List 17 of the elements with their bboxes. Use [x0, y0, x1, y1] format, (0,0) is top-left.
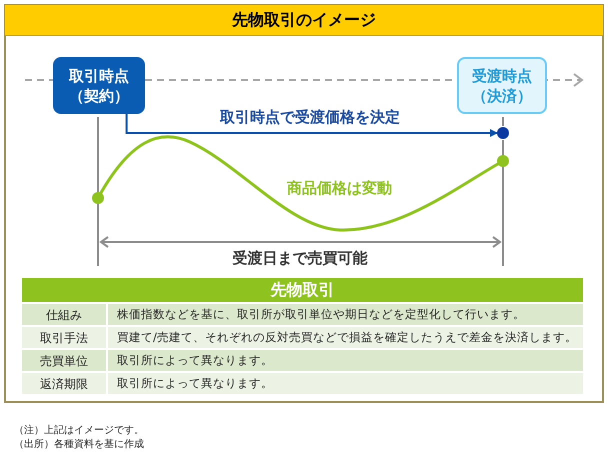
table-cell: 返済期限 — [22, 373, 106, 394]
table-cell: 株価指数などを基に、取引所が取引単位や期日などを定型化して行います。 — [108, 304, 583, 325]
time-point-box: 受渡時点（決済） — [457, 57, 547, 114]
time-point-box: 取引時点（契約） — [53, 57, 145, 114]
table-header: 先物取引 — [22, 278, 583, 302]
arrow — [126, 114, 498, 137]
table-cell: 取引手法 — [22, 327, 106, 348]
table-cell: 売買単位 — [22, 350, 106, 371]
dimension-label: 受渡日まで売買可能 — [232, 248, 368, 269]
note-text: （注）上記はイメージです。 — [14, 424, 144, 438]
source-text: （出所）各種資料を基に作成 — [14, 438, 144, 452]
table-cell: 取引所によって異なります。 — [108, 373, 583, 394]
table-cell: 買建て/売建て、それぞれの反対売買などで損益を確定したうえで差金を決済します。 — [108, 327, 583, 348]
title-bar: 先物取引のイメージ — [5, 5, 603, 36]
table-cell: 仕組み — [22, 304, 106, 325]
table-cell: 取引所によって異なります。 — [108, 350, 583, 371]
curve-label: 商品価格は変動 — [287, 178, 392, 199]
